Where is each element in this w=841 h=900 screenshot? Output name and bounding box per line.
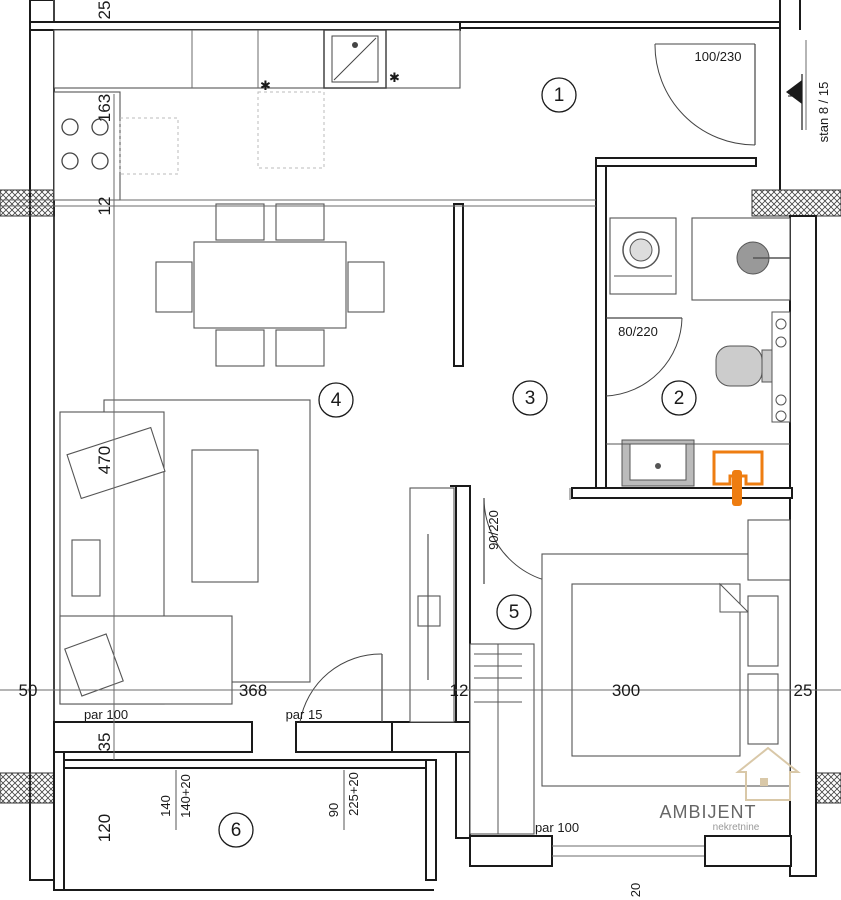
room-number-5: 5 <box>509 602 520 623</box>
room-1: 1 <box>541 77 577 113</box>
guide-lines <box>0 40 841 760</box>
win-140-20-label: 140+20 <box>178 774 193 818</box>
sink-icon <box>323 29 387 89</box>
door-bath-label: 80/220 <box>618 324 658 339</box>
bedroom-furniture <box>469 497 791 835</box>
dim-balcony-120: 120 <box>95 814 114 842</box>
wall-hatch-bottom-left <box>0 772 55 804</box>
win-90-label: 90 <box>326 803 341 817</box>
wall-hatch-right <box>751 189 841 217</box>
par100-left-label: par 100 <box>84 707 128 722</box>
section-arrow-icon <box>786 74 803 130</box>
svg-text:✱: ✱ <box>389 70 400 85</box>
logo-name: AMBIJENT <box>659 802 756 822</box>
stan-label: stan 8 / 15 <box>816 82 831 143</box>
room-number-4: 4 <box>331 390 342 411</box>
room-number-1: 1 <box>554 85 565 106</box>
wall-hatch-left <box>0 189 55 217</box>
door-entry-label: 100/230 <box>695 49 742 64</box>
par15-label: par 15 <box>286 707 323 722</box>
room-6: 6 <box>218 812 254 848</box>
washing-machine-icon <box>614 231 672 277</box>
dim-left-35: 35 <box>95 733 114 752</box>
dim-left-163: 163 <box>95 94 114 122</box>
ambijent-logo: AMBIJENT nekretnine <box>659 746 801 833</box>
room-3: 3 <box>512 380 548 416</box>
dim-top-25: 25 <box>95 1 114 20</box>
hob-icon <box>61 118 109 170</box>
dim-bottom-368: 368 <box>239 681 267 700</box>
dim-living-470: 470 <box>95 446 114 474</box>
room-5: 5 <box>496 594 532 630</box>
win-140-label: 140 <box>158 795 173 817</box>
dim-bottom-20: 20 <box>628 883 643 897</box>
room-2: 2 <box>661 380 697 416</box>
living-furniture <box>59 399 455 723</box>
dining-table <box>155 203 385 367</box>
room-number-2: 2 <box>674 388 685 409</box>
toilet-icon <box>715 345 773 387</box>
room-4: 4 <box>318 382 354 418</box>
dim-left-12: 12 <box>95 197 114 216</box>
entry-door <box>654 43 756 146</box>
dim-bottom-50: 50 <box>19 681 38 700</box>
bathroom-fixtures <box>605 217 791 487</box>
logo-sub: nekretnine <box>713 822 760 833</box>
door-bed-label: 90/220 <box>486 510 501 550</box>
svg-text:✱: ✱ <box>260 78 271 93</box>
dim-bottom-12: 12 <box>450 681 469 700</box>
location-marker <box>712 450 764 506</box>
room-number-6: 6 <box>231 820 242 841</box>
dim-bottom-300: 300 <box>612 681 640 700</box>
win-225-20-label: 225+20 <box>346 772 361 816</box>
dim-right-25: 25 <box>794 681 813 700</box>
kitchen-fixtures: ✱ ✱ <box>61 29 400 175</box>
room-number-3: 3 <box>525 388 536 409</box>
par100-bed-label: par 100 <box>535 820 579 835</box>
